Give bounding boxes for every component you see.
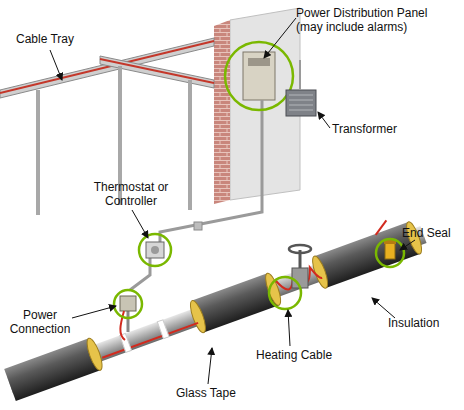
cable-tray: [0, 38, 214, 215]
end-seal: [376, 239, 404, 267]
highlight-circle: [269, 277, 301, 309]
callout-label: Heating Cable: [256, 348, 356, 362]
callout-label: Cable Tray: [16, 32, 96, 46]
callout-label: Glass Tape: [176, 386, 266, 400]
thermostat: [139, 234, 171, 266]
leader-arrows: [50, 18, 415, 384]
callout-label: Thermostat or Controller: [86, 180, 176, 208]
conduit: [130, 200, 262, 290]
transformer: [286, 60, 316, 116]
power-connection-box: [114, 290, 142, 340]
power-panel: [225, 42, 293, 200]
callout-label: End Seal: [402, 226, 462, 240]
callout-label: Transformer: [332, 122, 422, 136]
callout-label: Power Distribution Panel (may include al…: [296, 6, 446, 34]
pipe: [1, 210, 429, 401]
callout-label: Power Connection: [4, 308, 76, 336]
valve: [289, 245, 311, 288]
callout-label: Insulation: [388, 316, 460, 330]
